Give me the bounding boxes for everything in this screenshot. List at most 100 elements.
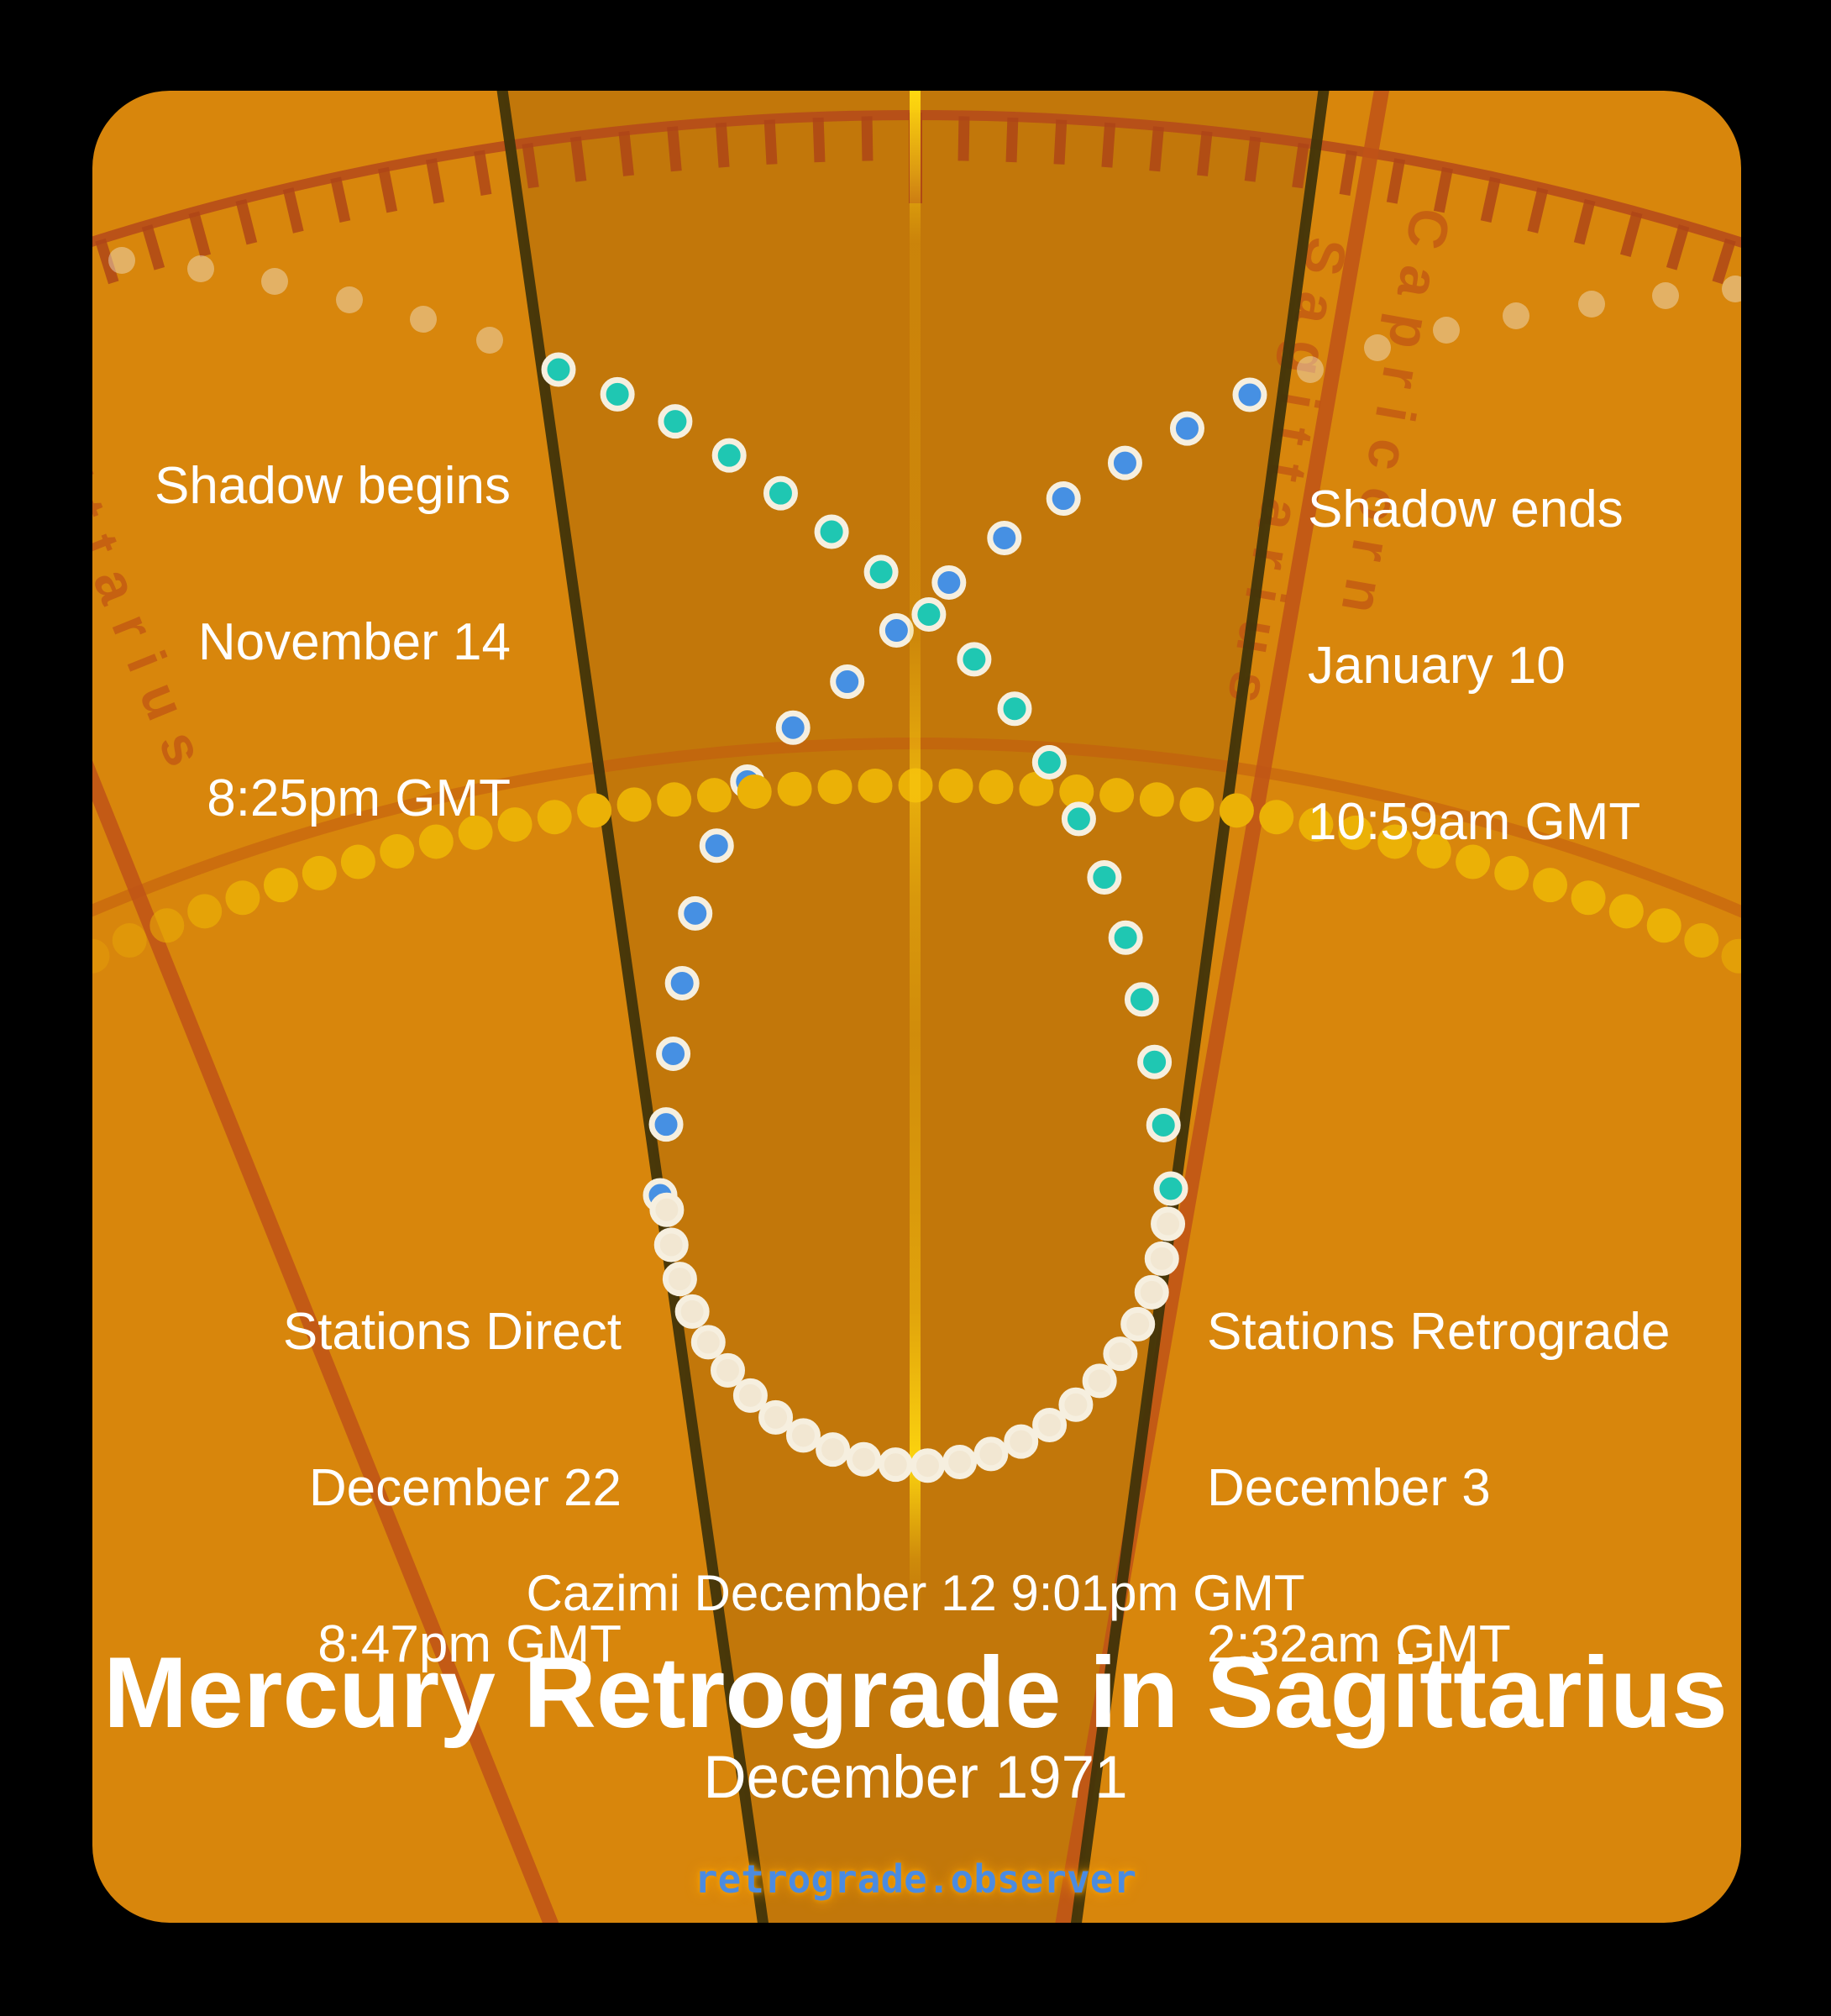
degree-tick	[235, 198, 258, 245]
mercury-dot-retrograde	[711, 1352, 746, 1388]
sun-dot	[340, 844, 375, 879]
mercury-dot-faded	[1297, 356, 1324, 383]
degree-tick	[1197, 130, 1213, 176]
mercury-dot-direct-before	[541, 352, 576, 387]
mercury-dot-faded	[1578, 291, 1605, 318]
stations-retrograde-line2: December 3	[1207, 1459, 1491, 1517]
degree-tick	[188, 211, 212, 258]
mercury-dot-direct-after	[1107, 445, 1142, 480]
mercury-dot-direct-before	[763, 475, 798, 511]
degree-tick	[282, 187, 304, 234]
degree-tick	[1386, 158, 1406, 204]
mercury-dot-direct-before	[957, 642, 992, 677]
sun-dot	[858, 768, 893, 803]
mercury-dot-retrograde	[942, 1444, 978, 1479]
sun-dot	[92, 938, 110, 974]
degree-tick	[1292, 142, 1309, 189]
degree-tick	[1101, 122, 1116, 168]
degree-tick	[522, 142, 539, 189]
mercury-dot-retrograde	[846, 1441, 881, 1477]
mercury-dot-faded	[1364, 334, 1391, 361]
cazimi-label: Cazimi December 12 9:01pm GMT	[526, 1565, 1305, 1621]
mercury-dot-direct-before	[1031, 745, 1067, 780]
mercury-dot-retrograde	[1144, 1241, 1179, 1276]
degree-tick	[95, 238, 119, 285]
sun-dot	[1377, 824, 1413, 859]
mercury-dot-retrograde	[1082, 1363, 1117, 1399]
mercury-dot-faded	[1722, 276, 1741, 302]
post-shadow-faded-trail	[1297, 276, 1741, 383]
degree-tick	[1053, 119, 1068, 165]
sun-dot	[1099, 778, 1135, 813]
mercury-dot-retrograde	[674, 1294, 710, 1329]
mercury-dot-direct-before	[658, 404, 693, 439]
sun-dot	[1533, 868, 1568, 903]
mercury-dot-direct-after	[1232, 377, 1267, 412]
sun-dot	[497, 807, 533, 843]
mercury-dot-retrograde	[816, 1432, 851, 1467]
mercury-dot-direct-after	[678, 895, 713, 931]
mercury-dot-retrograde	[1120, 1306, 1156, 1341]
mercury-dot-direct-after	[830, 664, 865, 700]
sun-dot	[616, 787, 652, 822]
shadow-wedge-right-line	[1069, 91, 1330, 1923]
degree-tick	[957, 116, 970, 161]
shadow-begins-label: Shadow begins November 14 8:25pm GMT	[155, 356, 511, 929]
mercury-dot-retrograde	[973, 1436, 1009, 1472]
sun-dot	[458, 815, 493, 850]
sun-dot	[225, 880, 260, 916]
mercury-direct-before-trail	[541, 352, 1188, 1206]
mercury-dot-direct-before	[711, 438, 747, 473]
sun-dot	[696, 778, 732, 813]
sun-dot	[978, 769, 1014, 805]
mercury-dot-direct-after	[699, 828, 734, 864]
mercury-dot-faded	[476, 327, 503, 354]
mercury-dot-faded	[410, 306, 437, 333]
mercury-dot-retrograde	[1151, 1206, 1186, 1242]
sun-dot	[1019, 771, 1054, 806]
sun-path-dots	[92, 768, 1741, 974]
degree-tick	[1527, 187, 1549, 234]
mercury-dot-retrograde	[1004, 1424, 1039, 1459]
mercury-dot-direct-after	[648, 1107, 684, 1142]
degree-tick	[1433, 166, 1453, 213]
sun-dot	[418, 824, 454, 859]
degree-tick-marks	[95, 113, 1736, 285]
mercury-dot-retrograde	[662, 1262, 697, 1297]
mercury-dot-faded	[336, 286, 363, 313]
mercury-dot-direct-before	[1108, 920, 1143, 955]
stations-direct-label: Stations Direct December 22 8:47pm GMT	[283, 1202, 622, 1775]
mercury-dot-direct-before	[911, 596, 947, 632]
mercury-dot-retrograde	[690, 1325, 726, 1360]
page-title: Mercury Retrograde in Sagittarius	[103, 1636, 1728, 1749]
mercury-dot-direct-before	[1124, 982, 1159, 1017]
sun-dot	[1608, 894, 1644, 929]
sun-dot	[817, 769, 853, 805]
stations-retrograde-line3: 2:32am GMT	[1207, 1615, 1511, 1673]
mercury-dot-faded	[187, 255, 214, 282]
sun-dot	[537, 800, 572, 835]
sun-dot	[187, 894, 223, 929]
degree-tick	[1619, 211, 1643, 258]
mercury-dot-direct-before	[1146, 1107, 1181, 1142]
sun-dot	[1456, 844, 1491, 879]
mercury-dot-retrograde	[1032, 1407, 1068, 1442]
cazimi-sun-marker-line	[910, 91, 921, 1613]
stations-retrograde-line1: Stations Retrograde	[1207, 1303, 1671, 1361]
shadow-ends-label: Shadow ends January 10 10:59am GMT	[1308, 380, 1640, 953]
mercury-dot-direct-before	[814, 514, 849, 549]
stations-direct-line2: December 22	[308, 1459, 622, 1517]
mercury-dot-retrograde	[732, 1378, 768, 1413]
sun-dot	[1179, 787, 1215, 822]
sun-dot	[1139, 782, 1174, 817]
mercury-dot-retrograde	[878, 1447, 913, 1483]
mercury-dot-direct-before	[997, 691, 1032, 727]
mercury-dot-retrograde	[910, 1448, 945, 1483]
mercury-dot-direct-after	[931, 564, 967, 600]
mercury-dot-direct-before	[863, 554, 899, 590]
degree-tick	[1005, 117, 1019, 163]
shadow-wedge-left-line	[496, 91, 770, 1923]
degree-tick	[1244, 136, 1262, 182]
